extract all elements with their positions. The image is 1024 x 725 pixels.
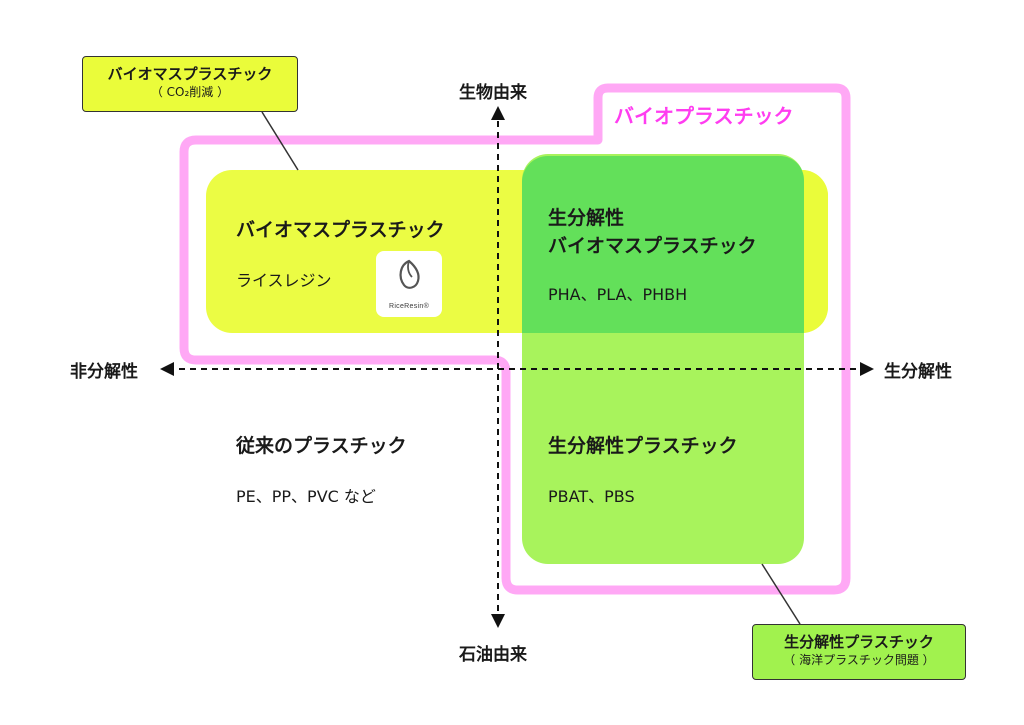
biomass-title: バイオマスプラスチック [236, 219, 445, 241]
biodegradable-biomass-examples: PHA、PLA、PHBH [548, 285, 688, 304]
rice-resin-logo: RiceResin® [376, 251, 442, 317]
callout-biodegradable: 生分解性プラスチック （ 海洋プラスチック問題 ） [752, 624, 966, 680]
axis-label-bottom: 石油由来 [459, 645, 527, 665]
biodegradable-biomass-title-line1: 生分解性 [548, 207, 625, 229]
callout-biodegradable-title: 生分解性プラスチック [784, 633, 934, 651]
callout-biomass-note: （ CO₂削減 ） [150, 85, 230, 99]
conventional-title: 従来のプラスチック [236, 435, 407, 457]
callout-biomass: バイオマスプラスチック （ CO₂削減 ） [82, 56, 298, 112]
axis-label-right: 生分解性 [884, 362, 952, 382]
rice-grain-icon [399, 259, 420, 289]
biodegradable-biomass-title-line2: バイオマスプラスチック [548, 235, 757, 257]
callout-biomass-title: バイオマスプラスチック [107, 65, 273, 83]
overlap-zone [522, 156, 804, 333]
conventional-examples: PE、PP、PVC など [236, 487, 376, 506]
overlap-zone-right-mask [780, 156, 804, 333]
biodegradable-examples: PBAT、PBS [548, 487, 635, 506]
biomass-example: ライスレジン [236, 271, 332, 290]
axis-label-left: 非分解性 [70, 362, 138, 382]
callout-biodegradable-note: （ 海洋プラスチック問題 ） [783, 653, 935, 667]
bioplastics-title: バイオプラスチック [614, 104, 794, 128]
axis-label-top: 生物由来 [459, 83, 527, 103]
rice-resin-logo-text: RiceResin® [388, 303, 430, 310]
biodegradable-title: 生分解性プラスチック [548, 435, 738, 457]
